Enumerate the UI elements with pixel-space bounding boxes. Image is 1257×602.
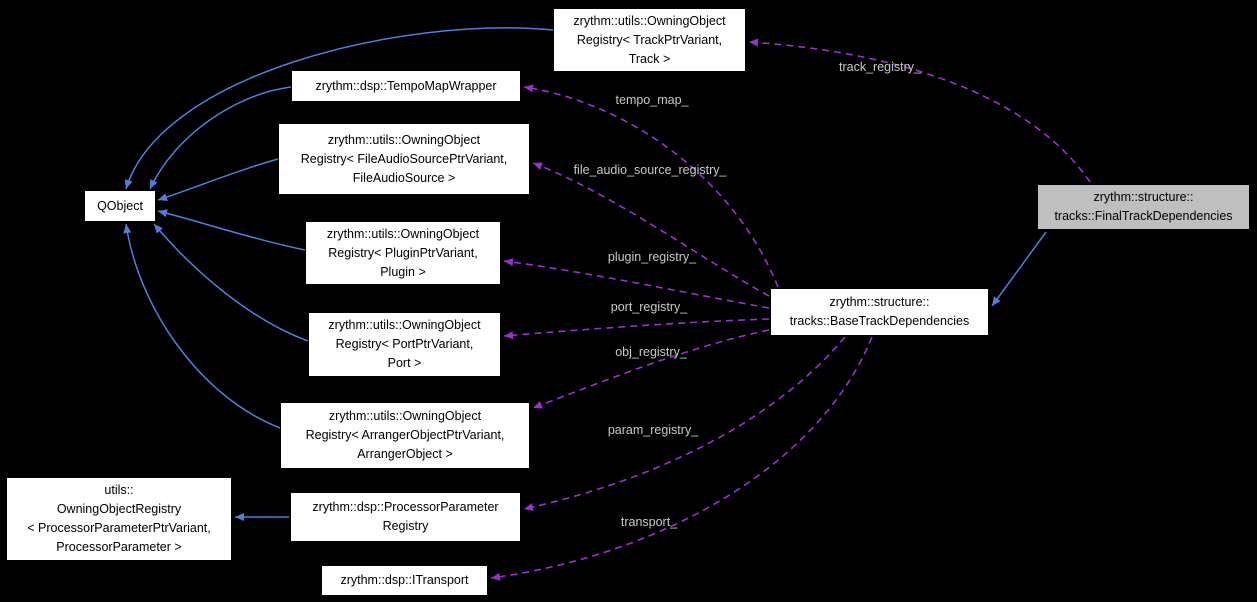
edge-usage-port-registry <box>503 318 770 340</box>
edge-label-tempo-map: tempo_map_ <box>615 93 689 107</box>
node-itransport[interactable]: zrythm::dsp::ITransport <box>321 565 488 596</box>
node-file-audio-source-registry[interactable]: zrythm::utils::OwningObject Registry< Fi… <box>278 123 530 195</box>
edge-inherit-tempo-map-wrapper-qobject <box>149 86 292 190</box>
edge-usage-obj-registry <box>532 329 770 409</box>
node-processor-parameter-registry[interactable]: zrythm::dsp::ProcessorParameter Registry <box>290 492 521 542</box>
edge-inherit-final-track-dependencies-base <box>991 231 1047 307</box>
edge-label-transport: transport_ <box>620 515 678 529</box>
node-plugin-registry[interactable]: zrythm::utils::OwningObject Registry< Pl… <box>305 221 501 285</box>
edge-inherit-plugin-registry-qobject <box>157 209 306 251</box>
edge-inherit-arranger-object-registry-qobject <box>123 223 281 429</box>
node-base-track-dependencies[interactable]: zrythm::structure:: tracks::BaseTrackDep… <box>770 288 989 336</box>
edge-label-plugin-registry: plugin_registry_ <box>607 250 697 264</box>
node-tempo-map-wrapper[interactable]: zrythm::dsp::TempoMapWrapper <box>291 70 521 102</box>
edge-label-param-registry: param_registry_ <box>607 423 699 437</box>
edge-usage-file-audio-source-registry <box>532 162 770 297</box>
node-processor-parameter-owning-registry[interactable]: utils:: OwningObjectRegistry < Processor… <box>6 477 232 561</box>
edge-label-obj-registry: obj_registry_ <box>615 345 687 359</box>
node-arranger-object-registry[interactable]: zrythm::utils::OwningObject Registry< Ar… <box>280 402 530 469</box>
edge-usage-transport <box>490 336 873 581</box>
edge-label-port-registry: port_registry_ <box>610 300 688 314</box>
node-qobject[interactable]: QObject <box>84 190 156 222</box>
edge-label-file-audio-source-registry: file_audio_source_registry_ <box>573 163 727 177</box>
node-port-registry[interactable]: zrythm::utils::OwningObject Registry< Po… <box>308 312 501 377</box>
node-track-registry[interactable]: zrythm::utils::OwningObject Registry< Tr… <box>553 8 746 72</box>
edge-inherit-port-registry-qobject <box>153 223 309 342</box>
edge-inherit-file-audio-source-registry-qobject <box>157 158 279 202</box>
edge-label-track-registry: track_registry_ <box>839 60 921 74</box>
node-final-track-dependencies: zrythm::structure:: tracks::FinalTrackDe… <box>1036 183 1251 231</box>
